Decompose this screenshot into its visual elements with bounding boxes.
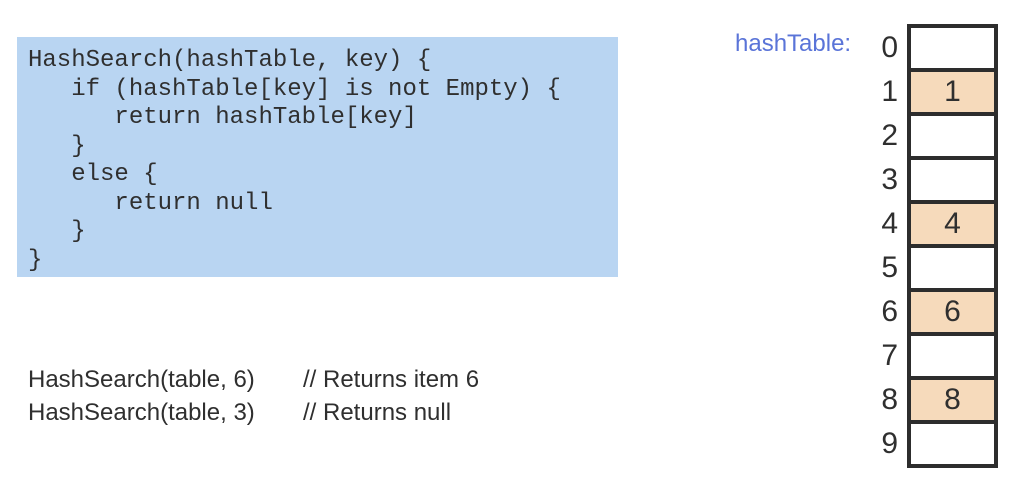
table-cell: 1 [911, 72, 994, 116]
code-line: } [28, 218, 86, 245]
example-call-row: HashSearch(table, 6) // Returns item 6 [28, 363, 479, 396]
row-index: 7 [881, 339, 898, 372]
code-line: return hashTable[key] [28, 104, 417, 131]
row-index: 5 [881, 251, 898, 284]
example-call-row: HashSearch(table, 3) // Returns null [28, 396, 479, 429]
row-index: 0 [881, 31, 898, 64]
table-cell: 6 [911, 292, 994, 336]
code-line: return null [28, 189, 273, 217]
row-index: 1 [881, 75, 898, 108]
row-index: 9 [881, 427, 898, 460]
call-comment: // Returns null [303, 399, 452, 426]
cell-value: 1 [944, 75, 961, 108]
call-text: HashSearch(table, 3) [28, 399, 255, 426]
row-index: 2 [881, 119, 898, 152]
call-text: HashSearch(table, 6) [28, 366, 255, 393]
table-cell [911, 336, 994, 380]
row-index: 8 [881, 383, 898, 416]
cell-value: 4 [944, 207, 961, 240]
pseudocode-block: HashSearch(hashTable, key) { if (hashTab… [17, 37, 618, 277]
table-cell [911, 424, 994, 464]
call-comment: // Returns item 6 [303, 366, 480, 393]
code-line: if (hashTable[key] is not Empty) { [28, 75, 561, 103]
row-index: 4 [881, 207, 898, 240]
cell-value: 8 [944, 383, 961, 416]
table-cell [911, 28, 994, 72]
code-line: else { [28, 161, 158, 188]
cell-value: 6 [944, 295, 961, 328]
row-index: 6 [881, 295, 898, 328]
example-calls: HashSearch(table, 6) // Returns item 6 Ha… [28, 363, 479, 429]
hashtable-label: hashTable: [735, 30, 852, 57]
table-cell [911, 160, 994, 204]
table-cell [911, 116, 994, 160]
code-line: } [28, 246, 43, 274]
table-cell: 4 [911, 204, 994, 248]
code-line: HashSearch(hashTable, key) { [28, 47, 432, 74]
table-cell [911, 248, 994, 292]
hash-table: 1 4 6 8 [907, 24, 998, 468]
index-column: 0 1 2 3 4 5 6 7 8 9 [820, 26, 898, 466]
row-index: 3 [881, 163, 898, 196]
table-cell: 8 [911, 380, 994, 424]
code-line: } [28, 132, 86, 160]
